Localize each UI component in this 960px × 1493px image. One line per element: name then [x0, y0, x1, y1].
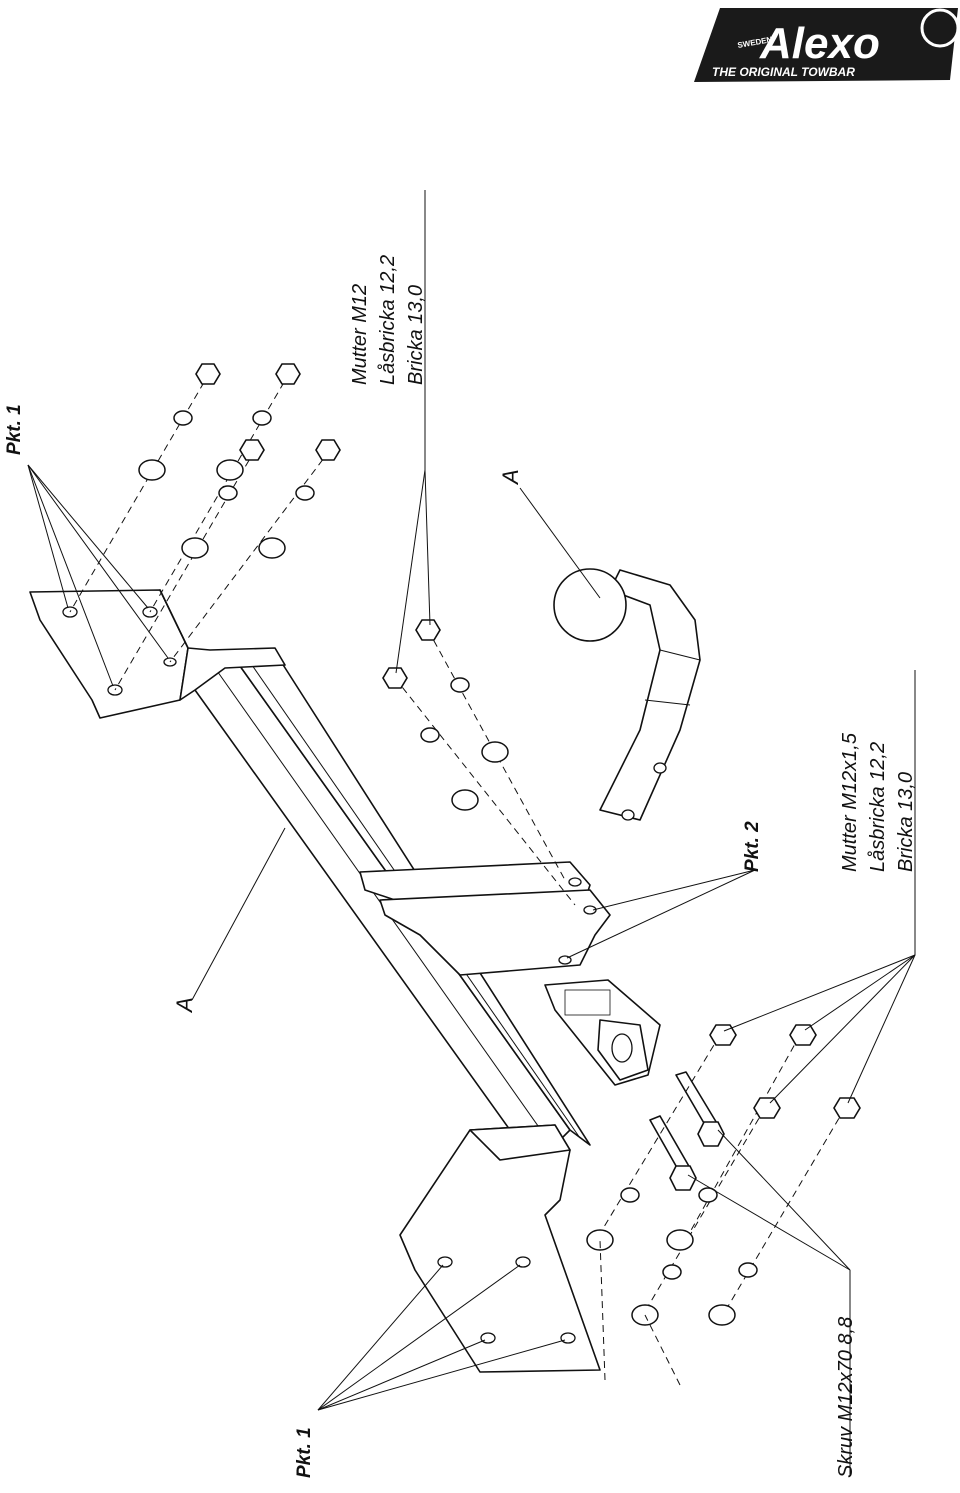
bracket-top-left [29, 589, 286, 719]
center-mount-plates [359, 861, 611, 976]
label-a-ball: A [498, 469, 523, 486]
label-a-bar: A [172, 997, 197, 1014]
hardware-top-group [69, 363, 341, 691]
logo-tagline: THE ORIGINAL TOWBAR [712, 65, 855, 79]
label-pkt1-bottom: Pkt. 1 [294, 1427, 315, 1478]
socket-plate [544, 979, 661, 1086]
label-pkt1-top: Pkt. 1 [4, 404, 25, 455]
hw-right-line3: Bricka 13,0 [895, 772, 917, 872]
hw-right-line1: Mutter M12x1,5 [839, 732, 861, 872]
tow-ball [553, 568, 701, 821]
hw-right-line2: Låsbricka 12,2 [867, 742, 889, 872]
alexo-logo: Alexo SWEDEN THE ORIGINAL TOWBAR [694, 8, 960, 82]
hardware-ball-group [382, 619, 576, 906]
hw-top-line3: Bricka 13,0 [405, 285, 427, 385]
logo-wordmark: Alexo [759, 19, 880, 68]
leader-lines [27, 190, 916, 1475]
hardware-bolts-group [586, 1024, 861, 1386]
hw-top-line2: Låsbricka 12,2 [377, 255, 399, 385]
bracket-bottom-right [399, 1124, 601, 1373]
label-pkt2: Pkt. 2 [742, 821, 763, 872]
hw-top-line1: Mutter M12 [349, 284, 371, 385]
label-bolt: Skruv M12x70 8,8 [835, 1317, 857, 1478]
